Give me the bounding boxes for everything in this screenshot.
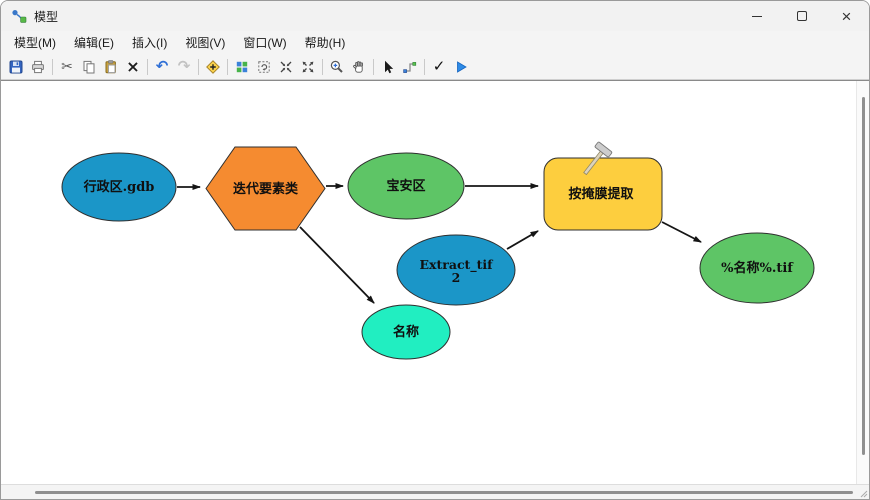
titlebar[interactable]: 模型 × <box>1 1 869 31</box>
toolbar: ✂ × ↶ ↷ <box>1 54 869 80</box>
node-label: 迭代要素类 <box>233 181 299 197</box>
scissors-icon: ✂ <box>61 58 73 75</box>
auto-layout-icon <box>258 60 270 73</box>
printer-icon <box>32 60 44 73</box>
pan-hand-icon <box>353 60 363 73</box>
run-play-icon <box>457 60 467 73</box>
toolbar-separator <box>147 58 148 75</box>
maximize-button[interactable] <box>779 1 824 31</box>
redo-arrow-icon: ↷ <box>177 57 191 75</box>
redo-button[interactable]: ↷ <box>173 56 195 78</box>
validate-button[interactable]: ✓ <box>428 56 450 78</box>
node-iterator[interactable]: 迭代要素类 <box>205 146 326 231</box>
toolbar-separator <box>424 58 425 75</box>
floppy-icon <box>9 60 23 73</box>
print-button[interactable] <box>27 56 49 78</box>
menu-window[interactable]: 窗口(W) <box>243 36 287 50</box>
toolbar-separator <box>198 58 199 75</box>
menu-edit[interactable]: 编辑(E) <box>74 36 114 50</box>
connect-icon <box>403 61 417 73</box>
full-extent-button[interactable] <box>297 56 319 78</box>
minimize-icon <box>751 15 762 17</box>
edges <box>177 183 702 304</box>
save-button[interactable] <box>5 56 27 78</box>
select-arrow-icon <box>385 60 394 73</box>
node-name-variable[interactable]: 名称 <box>361 304 451 360</box>
node-label: %名称%.tif <box>721 260 794 276</box>
paste-icon <box>105 59 116 73</box>
undo-button[interactable]: ↶ <box>151 56 173 78</box>
fit-window-icon <box>280 61 292 72</box>
layout-grid-icon <box>236 61 248 72</box>
run-button[interactable] <box>450 56 472 78</box>
maximize-icon <box>796 11 807 21</box>
toolbar-separator <box>373 58 374 75</box>
edge-extracttif-to-tool[interactable] <box>506 230 539 250</box>
node-output-tif[interactable]: %名称%.tif <box>699 232 815 304</box>
layout-grid-button[interactable] <box>231 56 253 78</box>
add-data-button[interactable] <box>202 56 224 78</box>
edge-tool-to-output[interactable] <box>661 221 702 243</box>
auto-layout-button[interactable] <box>253 56 275 78</box>
menu-insert[interactable]: 插入(I) <box>132 36 168 50</box>
modelbuilder-app-icon <box>12 10 27 23</box>
horizontal-scrollbar[interactable] <box>1 484 869 499</box>
vertical-scrollbar[interactable] <box>856 81 869 484</box>
toolbar-separator <box>227 58 228 75</box>
node-extract-by-mask-tool[interactable]: 按掩膜提取 <box>543 141 663 231</box>
model-canvas[interactable]: 行政区.gdb 迭代要素类 宝安区 按掩膜提取 <box>1 81 856 484</box>
node-label: 宝安区 <box>386 178 425 194</box>
cut-button[interactable]: ✂ <box>56 56 78 78</box>
connect-button[interactable] <box>399 56 421 78</box>
edge-iterator-to-name[interactable] <box>299 226 375 304</box>
horizontal-scrollbar-thumb[interactable] <box>35 491 853 494</box>
menu-help[interactable]: 帮助(H) <box>304 36 346 50</box>
node-label: 名称 <box>393 324 419 340</box>
paste-button[interactable] <box>100 56 122 78</box>
zoom-in-button[interactable] <box>326 56 348 78</box>
model-diagram: 行政区.gdb 迭代要素类 宝安区 按掩膜提取 <box>61 141 815 360</box>
toolbar-separator <box>322 58 323 75</box>
copy-button[interactable] <box>78 56 100 78</box>
node-label: 行政区.gdb <box>83 179 155 195</box>
select-button[interactable] <box>377 56 399 78</box>
toolbar-separator <box>52 58 53 75</box>
zoom-in-icon <box>330 60 343 73</box>
hammer-cursor-icon <box>583 141 613 176</box>
node-label-line2: 2 <box>452 270 461 285</box>
add-data-diamond-icon <box>206 59 220 74</box>
menu-view[interactable]: 视图(V) <box>185 36 226 50</box>
close-icon: × <box>841 6 852 26</box>
undo-arrow-icon: ↶ <box>155 57 169 75</box>
menu-model[interactable]: 模型(M) <box>14 36 56 50</box>
fit-to-window-button[interactable] <box>275 56 297 78</box>
vertical-scrollbar-thumb[interactable] <box>862 97 865 455</box>
pan-button[interactable] <box>348 56 370 78</box>
delete-x-icon: × <box>126 56 140 76</box>
window-title: 模型 <box>34 9 59 24</box>
node-label: 按掩膜提取 <box>568 186 634 202</box>
delete-button[interactable]: × <box>122 56 144 78</box>
node-extract-tif-2[interactable]: Extract_tif 2 <box>396 234 516 306</box>
node-baoan[interactable]: 宝安区 <box>347 152 465 220</box>
menubar: 模型(M) 编辑(E) 插入(I) 视图(V) 窗口(W) 帮助(H) <box>1 31 869 54</box>
node-input-gdb[interactable]: 行政区.gdb <box>61 152 177 222</box>
validate-check-icon: ✓ <box>432 57 446 75</box>
canvas-row: 行政区.gdb 迭代要素类 宝安区 按掩膜提取 <box>1 80 869 484</box>
node-label: Extract_tif <box>420 257 495 273</box>
close-button[interactable]: × <box>824 1 869 31</box>
copy-icon <box>83 60 95 73</box>
full-extent-icon <box>302 61 314 72</box>
minimize-button[interactable] <box>734 1 779 31</box>
resize-grip[interactable] <box>858 488 868 498</box>
